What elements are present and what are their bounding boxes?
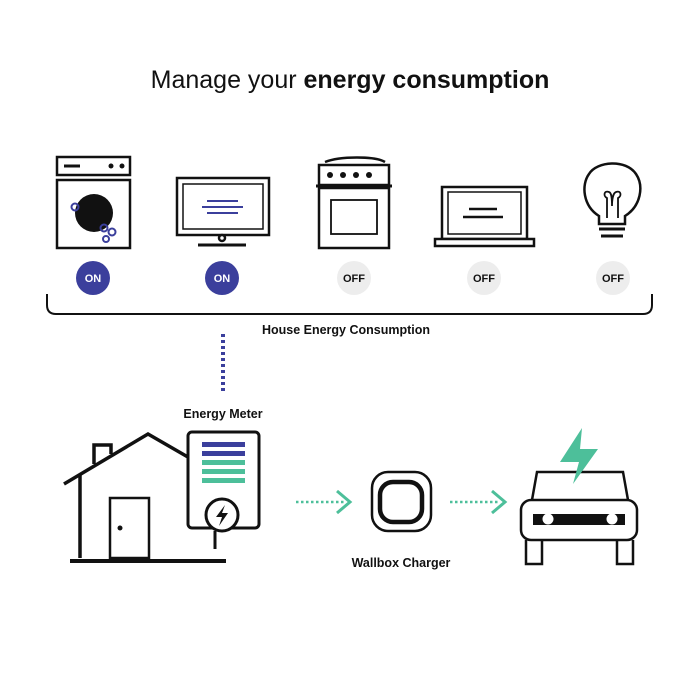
- monitor-icon: [175, 176, 271, 247]
- consumption-bracket: [46, 294, 653, 315]
- appliance-status-badges: ON ON OFF OFF OFF: [76, 261, 630, 295]
- status-badge-washing-machine[interactable]: ON: [76, 261, 110, 295]
- status-badge-laptop[interactable]: OFF: [467, 261, 501, 295]
- status-label: OFF: [602, 273, 624, 285]
- status-label: OFF: [473, 273, 495, 285]
- house-icon: [63, 431, 226, 563]
- status-badge-oven[interactable]: OFF: [337, 261, 371, 295]
- status-label: OFF: [343, 273, 365, 285]
- house-consumption-label: House Energy Consumption: [262, 323, 430, 337]
- status-label: ON: [214, 273, 231, 285]
- washing-machine-icon: [55, 155, 132, 250]
- title-bold: energy consumption: [303, 66, 550, 94]
- energy-meter-label: Energy Meter: [183, 407, 262, 421]
- title-prefix: Manage your: [150, 66, 304, 94]
- oven-icon: [316, 156, 392, 250]
- car-icon: [519, 470, 639, 566]
- energy-meter-icon: [186, 430, 261, 549]
- status-badge-monitor[interactable]: ON: [205, 261, 239, 295]
- laptop-icon: [433, 185, 536, 248]
- wallbox-charger-icon: [370, 470, 433, 533]
- status-label: ON: [85, 273, 102, 285]
- status-badge-light-bulb[interactable]: OFF: [596, 261, 630, 295]
- light-bulb-icon: [583, 162, 642, 238]
- wallbox-charger-label: Wallbox Charger: [352, 556, 451, 570]
- arrow-right-icon: [296, 489, 353, 515]
- lightning-bolt-icon: [560, 428, 598, 484]
- page-title: Manage your energy consumption: [0, 66, 700, 95]
- arrow-right-icon: [450, 489, 508, 515]
